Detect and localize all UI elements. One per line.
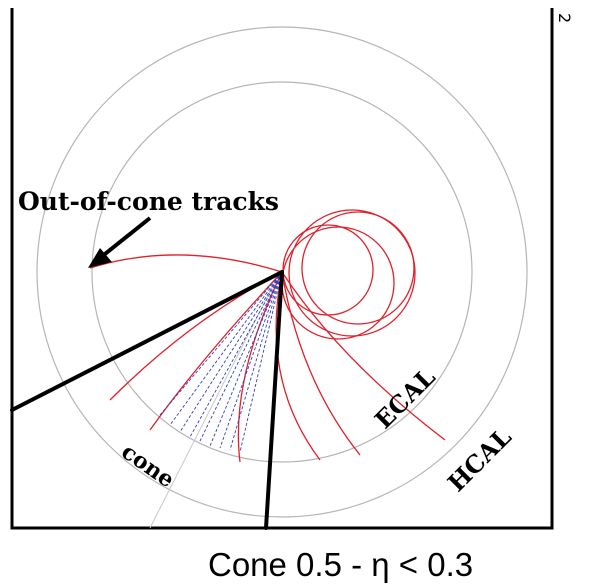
cone-track [229,271,283,451]
plot-frame [10,8,554,530]
left-arc-track [89,254,283,273]
right-down-track-1 [281,271,361,456]
ecal-label: ECAL [369,362,441,434]
cone-track [199,271,283,442]
hcal-label: HCAL [442,422,517,497]
cone-boundary [10,270,284,530]
in-cone-tracks [159,271,283,453]
guide-line [149,271,281,529]
cone-track [159,271,283,416]
cone-track [189,271,283,438]
curling-track-1 [288,209,416,337]
cone-track [169,271,283,426]
hcal-inner-circle [36,26,528,518]
cone-track [239,271,283,453]
right-down-track-3 [275,271,321,461]
cone-edge-left [10,270,284,412]
down-track [237,271,283,463]
lower-left-track-2 [149,271,283,431]
cone-label: cone [117,439,179,494]
curling-track-4 [301,211,415,325]
curling-track-2 [281,226,395,340]
out-of-cone-label: Out-of-cone tracks [18,187,279,216]
calorimeter-circles [36,26,528,518]
right-down-track-2 [281,271,446,441]
cone-track [179,271,283,433]
cone-track [209,271,283,447]
out-of-cone-arrow [88,216,152,268]
cone-edge-right [264,270,284,530]
ecal-inner-circle [91,81,473,463]
caption: Cone 0.5 - η < 0.3 [208,546,473,583]
corner-mark: 2 [555,13,574,23]
curling-track-3 [282,224,374,316]
cone-track [219,271,283,449]
